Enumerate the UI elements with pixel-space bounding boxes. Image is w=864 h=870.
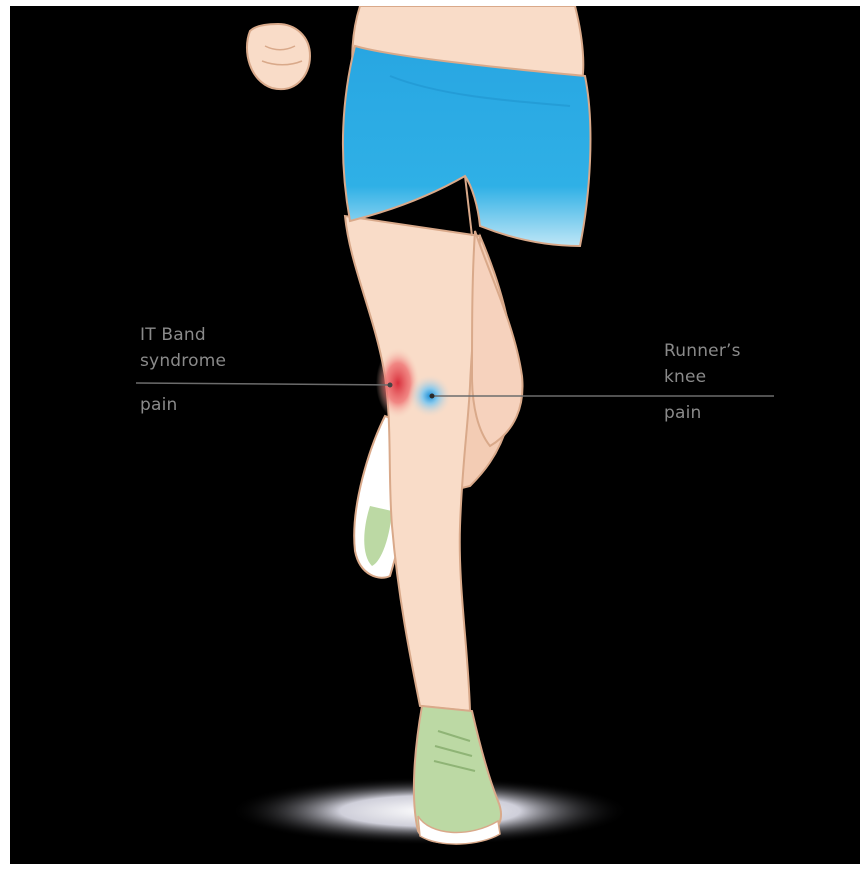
it-band-title-line1: IT Band xyxy=(140,324,206,347)
it-band-callout-line xyxy=(136,383,390,385)
rear-thigh xyxy=(472,231,523,446)
it-band-callout-dot xyxy=(388,383,393,388)
runners-knee-title-line1: Runner’s xyxy=(664,340,741,363)
fist xyxy=(247,24,310,89)
front-leg xyxy=(345,216,480,711)
front-shoe xyxy=(414,706,501,843)
it-band-sub: pain xyxy=(140,394,178,417)
runner-illustration xyxy=(10,6,860,864)
runners-knee-callout-dot xyxy=(430,394,435,399)
illustration-canvas: IT Band syndrome pain Runner’s knee pain xyxy=(10,6,860,864)
it-band-title-line2: syndrome xyxy=(140,350,226,373)
shorts xyxy=(343,46,590,246)
runners-knee-title-line2: knee xyxy=(664,366,706,389)
runners-knee-sub: pain xyxy=(664,402,702,425)
